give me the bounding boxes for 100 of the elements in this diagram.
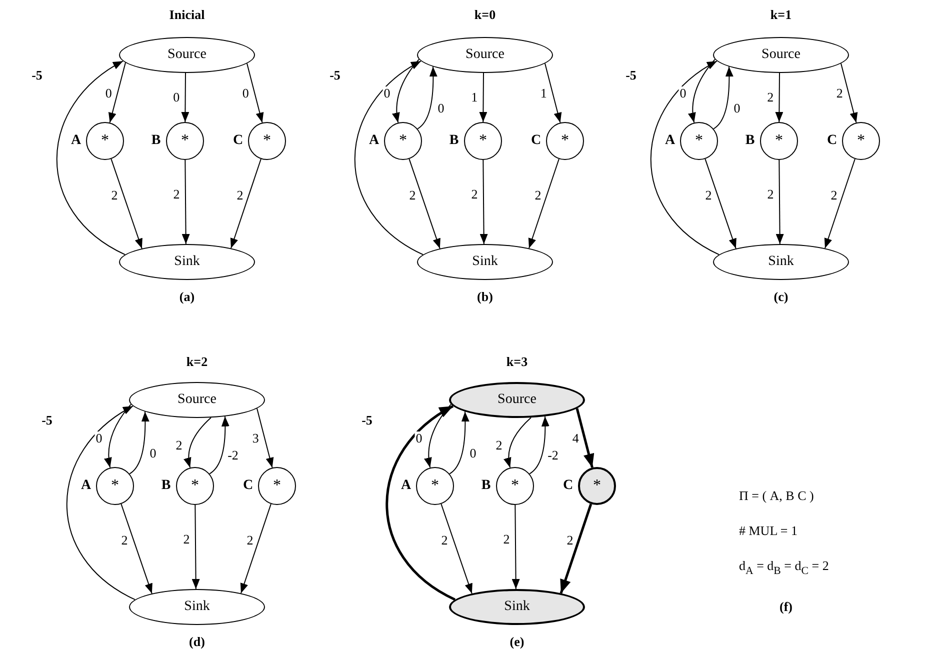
panel-title: Inicial [169, 7, 205, 23]
arrow [775, 72, 784, 122]
edge-label: 0 [241, 86, 250, 100]
panel-caption: (a) [179, 289, 195, 305]
arrow [480, 160, 488, 244]
edge-label: 0 [382, 86, 392, 100]
edge-label: 0 [414, 431, 424, 444]
arrow [209, 416, 230, 474]
edge-label: 0 [436, 101, 446, 114]
node-letter: B [161, 478, 171, 494]
arrow [120, 503, 152, 594]
circle-node: * [842, 122, 880, 160]
panel-caption: (f) [780, 599, 792, 615]
circle-node: * [248, 122, 286, 160]
arrow [192, 504, 200, 590]
node-letter: C [826, 133, 838, 149]
panel-caption: (b) [477, 289, 493, 305]
node-letter: A [400, 478, 412, 494]
edge-label: 2 [534, 188, 542, 202]
arrow [713, 66, 734, 130]
panel-title: k=3 [506, 354, 528, 370]
ellipse-node: Source [713, 37, 849, 73]
ellipse-node: Source [129, 382, 265, 418]
arrow [840, 62, 858, 124]
arrow [66, 406, 136, 600]
edge-label: -2 [546, 448, 560, 462]
node-letter: B [151, 133, 161, 149]
circle-node: * [416, 467, 454, 505]
circle-node: * [384, 122, 422, 160]
panel-title: k=1 [770, 7, 792, 23]
edge-label: 2 [766, 90, 775, 104]
arrow [56, 60, 126, 256]
circle-node: * [496, 467, 534, 505]
node-letter: B [449, 133, 459, 149]
edge-label: -2 [226, 448, 240, 462]
ellipse-node: Source [119, 37, 255, 73]
arrow [354, 60, 424, 256]
arrow [449, 411, 470, 474]
circle-node: * [166, 122, 204, 160]
edge-label: 2 [110, 188, 119, 202]
ellipse-node: Sink [119, 244, 255, 280]
edge-label: 1 [539, 86, 548, 100]
arrow [104, 404, 132, 468]
arrow [504, 417, 532, 468]
arrow [386, 405, 456, 601]
panel-caption: (c) [774, 289, 788, 305]
edge-label: 0 [104, 86, 113, 100]
note-text: d$_{A}$ = d$_{B}$ = d$_{C}$ = 2 [739, 558, 829, 578]
edge-label: 1 [470, 90, 479, 104]
ellipse-node: Source [417, 37, 553, 73]
ellipse-node: Sink [449, 589, 585, 625]
arrow [576, 408, 594, 468]
ellipse-node: Source [449, 382, 585, 418]
edge-label: 0 [732, 101, 742, 114]
edge-label: 2 [440, 533, 449, 546]
arrow [479, 72, 488, 122]
edge-label: 2 [835, 86, 844, 100]
edge-label: 2 [566, 533, 574, 546]
panel-title: k=2 [186, 354, 208, 370]
arrow [688, 58, 716, 124]
arrow [417, 66, 438, 130]
arrow [408, 158, 440, 250]
panel-caption: (d) [189, 634, 205, 650]
node-letter: B [745, 133, 755, 149]
arrow [184, 417, 212, 468]
arrow [424, 404, 452, 468]
arrow [824, 158, 856, 249]
ellipse-node: Sink [417, 244, 553, 280]
circle-node: * [578, 467, 616, 505]
arrow [440, 503, 472, 594]
arrow [776, 160, 784, 244]
edge-label: 2 [174, 438, 184, 452]
edge-label: 3 [251, 432, 260, 445]
node-letter: A [664, 133, 676, 149]
edge-label: -5 [30, 68, 44, 82]
arrow [544, 62, 562, 124]
circle-node: * [86, 122, 124, 160]
node-letter: A [70, 133, 82, 149]
ellipse-node: Sink [129, 589, 265, 625]
edge-label: 0 [678, 86, 688, 100]
edge-label: -5 [328, 68, 342, 82]
arrow [529, 416, 550, 474]
circle-node: * [258, 467, 296, 505]
note-text: Π = ( A, B C ) [739, 488, 814, 504]
panel-title: k=0 [474, 7, 496, 23]
arrow [181, 72, 190, 122]
note-text: # MUL = 1 [739, 523, 798, 539]
edge-label: 2 [502, 532, 511, 546]
arrow [230, 158, 262, 249]
arrow [528, 158, 560, 249]
node-letter: B [481, 478, 491, 494]
arrow [392, 58, 420, 124]
node-letter: C [530, 133, 542, 149]
arrow [110, 158, 142, 250]
node-letter: C [562, 478, 574, 494]
circle-node: * [760, 122, 798, 160]
arrow [182, 160, 190, 244]
arrow [256, 408, 274, 468]
edge-label: 0 [94, 431, 104, 444]
arrow [560, 504, 592, 594]
